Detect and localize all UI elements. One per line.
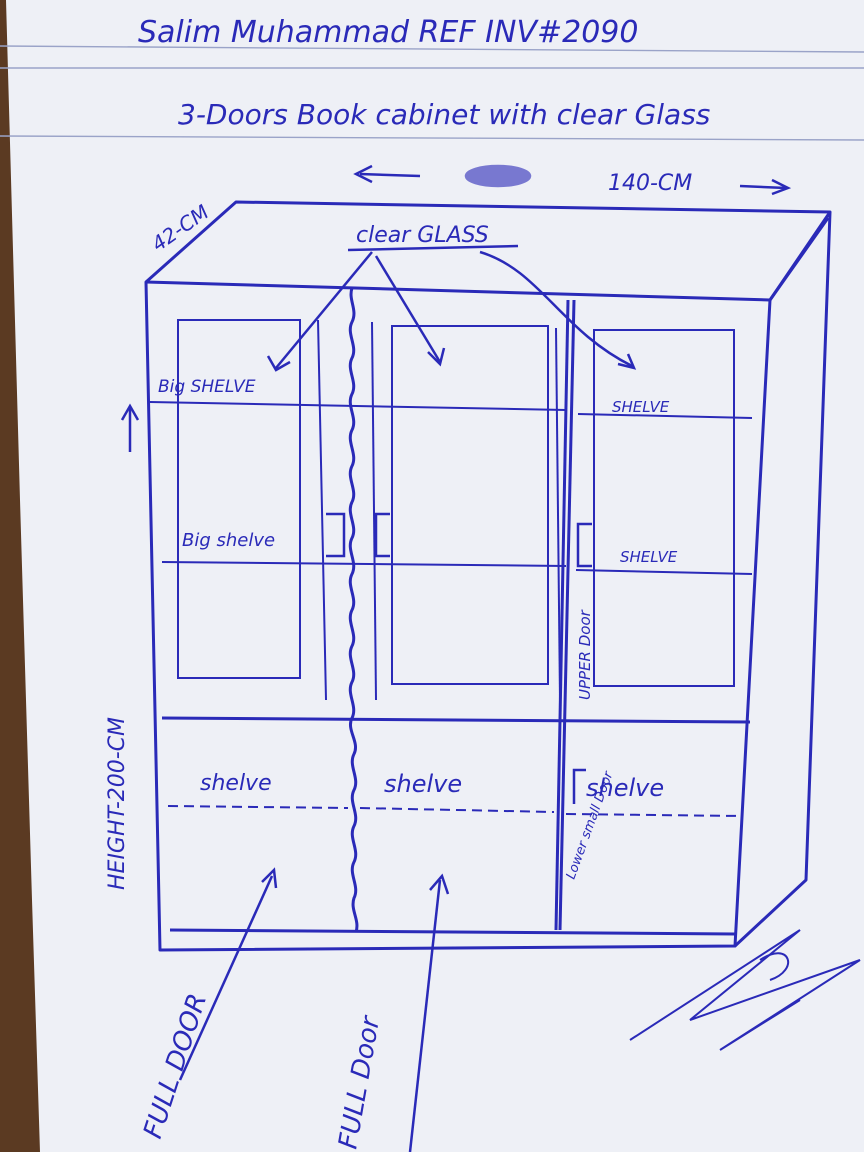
height-label: HEIGHT-200-CM [105, 717, 130, 890]
glass-panels [177, 319, 735, 701]
shelve-mid-right-label: SHELVE [620, 548, 678, 566]
ruled-lines [0, 45, 864, 141]
lower-shelves [167, 805, 743, 817]
door-arrows [178, 867, 450, 1152]
cabinet-body [144, 200, 832, 952]
signature-scribble [629, 929, 861, 1051]
upper-door-label: UPPER Door [576, 609, 594, 700]
glass-pointers [266, 244, 637, 372]
big-shelve-label-2: Big shelve [182, 530, 275, 551]
width-label: 140-CM [608, 171, 692, 196]
big-shelve-label-1: Big SHELVE [158, 377, 256, 397]
hinges [326, 512, 592, 804]
title-line: 3-Doors Book cabinet with clear Glass [178, 98, 710, 131]
upper-shelves [149, 401, 753, 575]
shelve-upper-right-label: SHELVE [612, 398, 670, 416]
client-line: Salim Muhammad REF INV#2090 [138, 15, 638, 50]
shelve-lower-mid-label: shelve [384, 770, 462, 798]
height-arrow [120, 403, 140, 452]
shelve-lower-left-label: shelve [200, 771, 272, 796]
width-arrow [353, 164, 792, 196]
glass-label: clear GLASS [356, 223, 489, 248]
shelve-lower-right-label: shelve [586, 774, 664, 802]
